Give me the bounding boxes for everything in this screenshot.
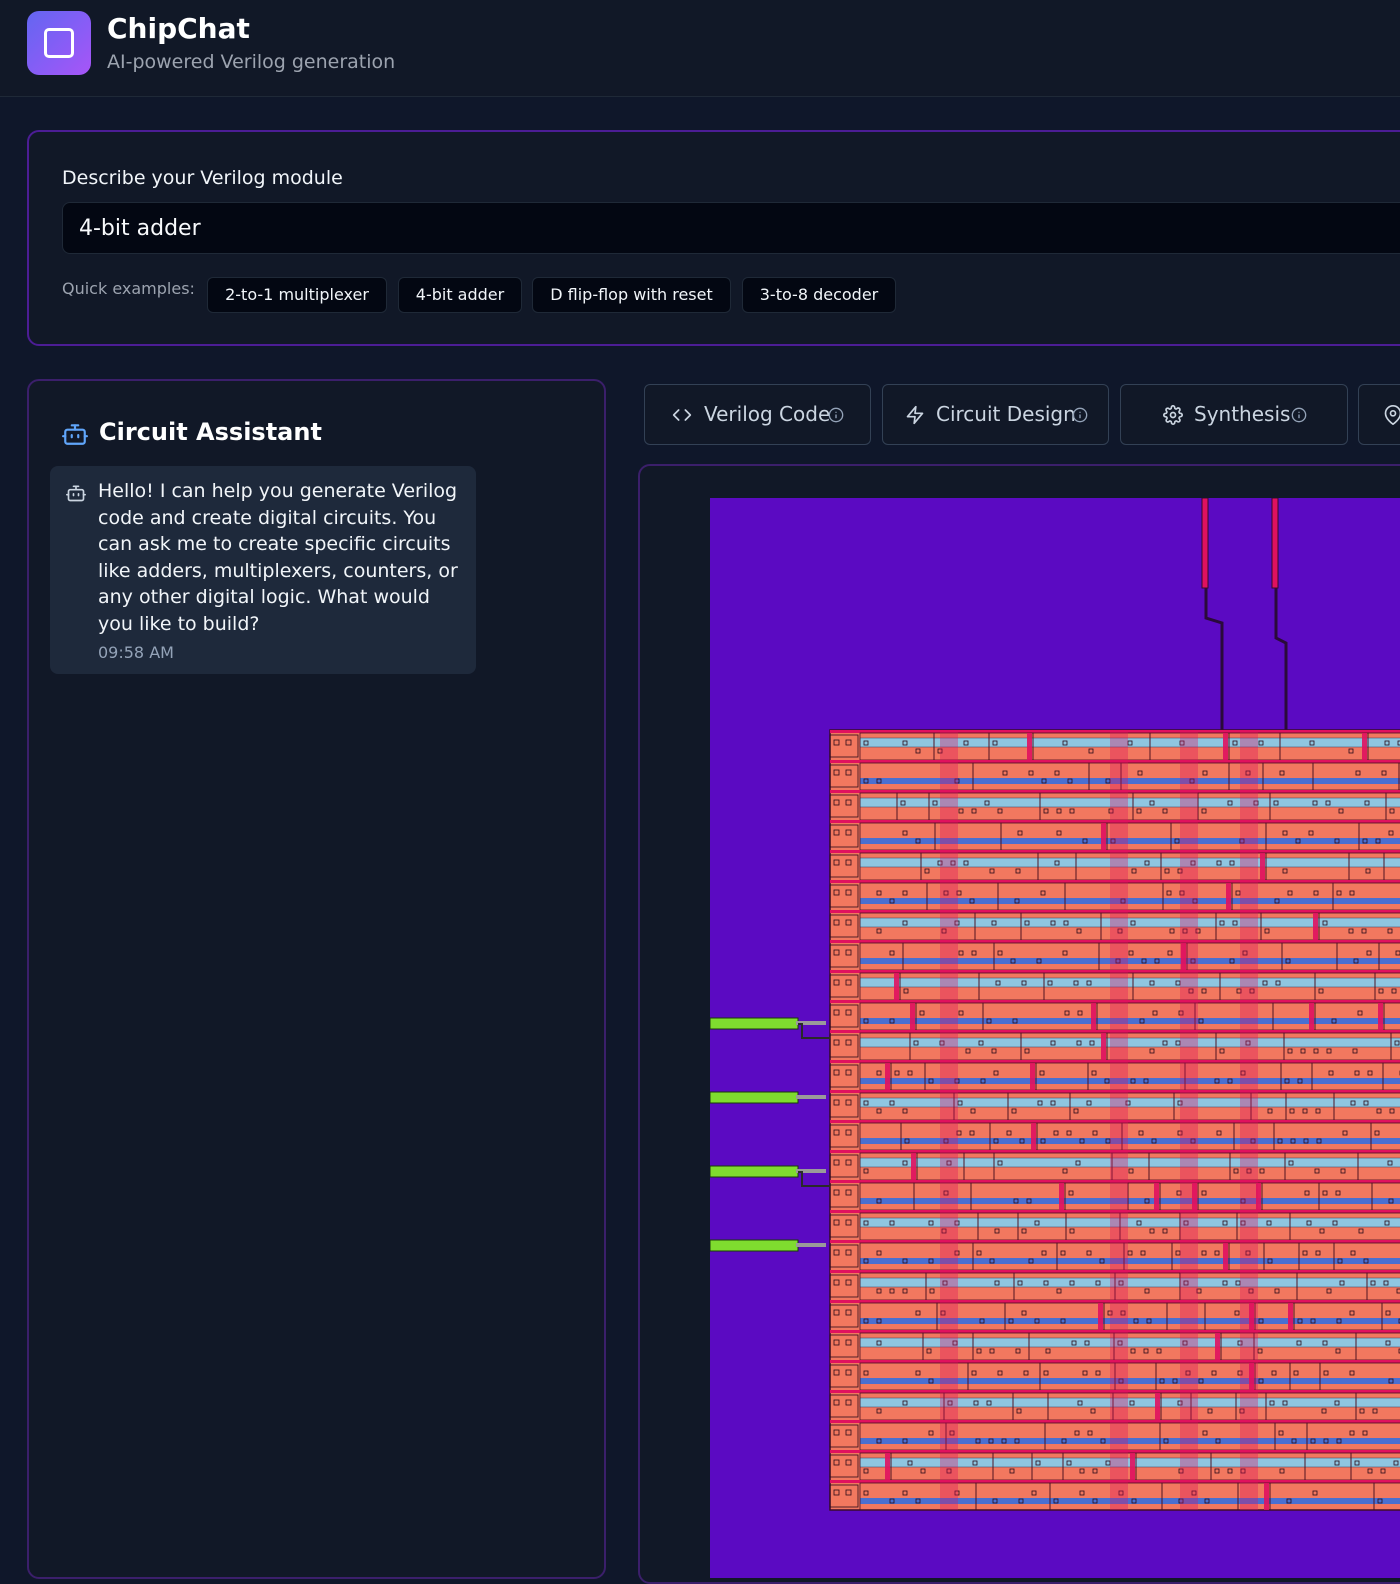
vertical-strap <box>1059 1183 1064 1210</box>
vertical-strap <box>1309 1003 1314 1030</box>
vertical-strap <box>1362 733 1367 760</box>
power-strap <box>1110 730 1128 1510</box>
vertical-strap <box>1313 913 1318 940</box>
info-icon[interactable] <box>1072 407 1088 423</box>
vertical-strap <box>1378 1003 1383 1030</box>
vertical-strap <box>910 1003 915 1030</box>
bot-icon <box>62 421 88 447</box>
top-wire <box>1202 498 1208 588</box>
pin-wire <box>796 1243 826 1247</box>
tab-label: Synthesis <box>1194 402 1290 426</box>
tab-circuit-design[interactable]: Circuit Design <box>882 384 1109 445</box>
circuit-assistant-panel: Circuit Assistant Hello! I can help you … <box>27 379 606 1579</box>
vertical-strap <box>1223 1243 1228 1270</box>
tab-label: Verilog Code <box>704 402 830 426</box>
vertical-strap <box>911 1153 916 1180</box>
prompt-card: Describe your Verilog module Quick examp… <box>27 130 1400 346</box>
example-chip-mux[interactable]: 2-to-1 multiplexer <box>207 277 387 313</box>
app-header: ChipChat AI-powered Verilog generation <box>0 0 1400 97</box>
tab-layout[interactable] <box>1358 384 1400 445</box>
example-chip-dff[interactable]: D flip-flop with reset <box>532 277 731 313</box>
vertical-strap <box>1223 733 1228 760</box>
io-pin-a <box>710 1018 798 1029</box>
vertical-strap <box>1226 883 1231 910</box>
vertical-strap <box>1155 1393 1160 1420</box>
vertical-strap <box>1098 1303 1103 1330</box>
info-icon[interactable] <box>828 407 844 423</box>
prompt-label: Describe your Verilog module <box>62 167 343 189</box>
vertical-strap <box>885 1063 890 1090</box>
vertical-strap <box>894 973 899 1000</box>
vertical-strap <box>1130 1453 1135 1480</box>
tab-verilog-code[interactable]: Verilog Code <box>644 384 871 445</box>
vertical-strap <box>1215 1333 1220 1360</box>
power-strap <box>1240 730 1258 1510</box>
io-pin-d <box>710 1240 798 1251</box>
vertical-strap <box>1264 1483 1269 1510</box>
lightning-icon <box>905 405 925 425</box>
vertical-strap <box>885 1453 890 1480</box>
vertical-strap <box>1030 1063 1035 1090</box>
chip-layout-image <box>710 498 1400 1578</box>
gear-icon <box>1163 405 1183 425</box>
example-chip-decoder[interactable]: 3-to-8 decoder <box>742 277 896 313</box>
pin-wire <box>796 1095 826 1099</box>
tab-label: Circuit Design <box>936 402 1076 426</box>
vertical-strap <box>1101 1033 1106 1060</box>
vertical-strap <box>1101 823 1106 850</box>
tab-synthesis[interactable]: Synthesis <box>1120 384 1348 445</box>
info-icon[interactable] <box>1291 407 1307 423</box>
assistant-message: Hello! I can help you generate Verilog c… <box>50 466 476 674</box>
example-chip-adder[interactable]: 4-bit adder <box>398 277 522 313</box>
assistant-title: Circuit Assistant <box>99 418 322 446</box>
vertical-strap <box>1027 733 1032 760</box>
code-icon <box>672 405 692 425</box>
vertical-strap <box>1154 1183 1159 1210</box>
map-pin-icon <box>1383 405 1400 425</box>
vertical-strap <box>1031 1123 1036 1150</box>
vertical-strap <box>1091 1003 1096 1030</box>
quick-examples-label: Quick examples: <box>62 279 195 298</box>
io-pin-b <box>710 1092 798 1103</box>
message-text: Hello! I can help you generate Verilog c… <box>98 478 468 638</box>
app-title: ChipChat <box>107 12 250 45</box>
vertical-strap <box>1260 853 1265 880</box>
vertical-strap <box>1288 1303 1293 1330</box>
chip-logo-icon <box>27 11 91 75</box>
layout-viewer <box>638 464 1400 1584</box>
bot-icon <box>66 483 86 503</box>
power-strap <box>1180 730 1198 1510</box>
app-subtitle: AI-powered Verilog generation <box>107 51 395 73</box>
module-description-input[interactable] <box>62 202 1400 254</box>
message-timestamp: 09:58 AM <box>98 643 174 662</box>
power-strap <box>940 730 958 1510</box>
top-wire <box>1272 498 1278 588</box>
io-pin-cin <box>710 1166 798 1177</box>
